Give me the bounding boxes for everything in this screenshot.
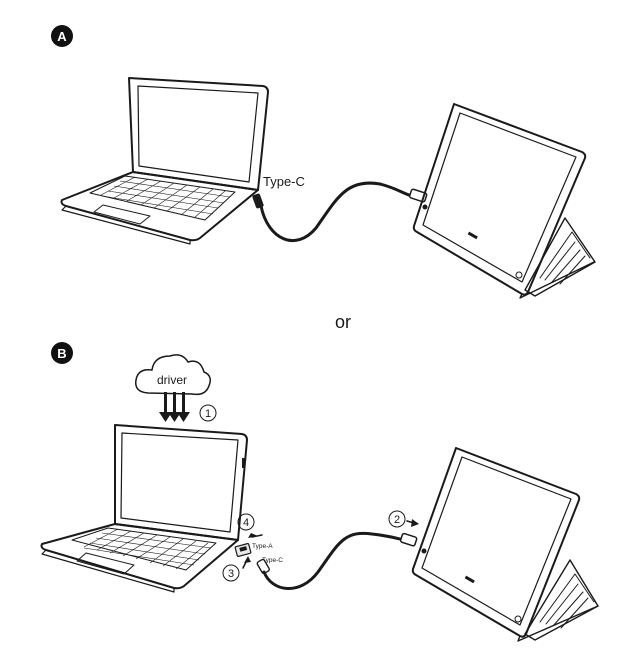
- or-separator: or: [335, 312, 351, 332]
- step-4-arrow-line: [251, 534, 263, 538]
- section-b-badge: B: [51, 342, 73, 364]
- step-3-arrow-line: [242, 559, 248, 569]
- portable-monitor-b: [411, 447, 599, 642]
- section-a-badge: A: [51, 25, 73, 47]
- laptop-a: [60, 77, 269, 245]
- step-4-marker: 4: [237, 513, 255, 531]
- step-1-marker: 1: [199, 404, 217, 422]
- section-a: A Type-C: [51, 25, 596, 299]
- step-3-marker: 3: [222, 564, 240, 582]
- cloud-icon: driver: [135, 354, 211, 396]
- step-2-arrow-icon: [411, 519, 419, 527]
- type-a-adapter: [234, 542, 252, 558]
- section-a-badge-label: A: [57, 29, 67, 44]
- laptop-b: [40, 424, 248, 593]
- step-2-label: 2: [394, 514, 400, 526]
- cable-b: [256, 531, 418, 590]
- type-c-label: Type-C: [263, 174, 305, 189]
- section-b-badge-label: B: [57, 346, 66, 361]
- cable-a: [252, 181, 428, 242]
- section-b: B driver 1: [40, 342, 599, 642]
- step-4-label: 4: [243, 517, 249, 529]
- portable-monitor-a: [412, 103, 596, 299]
- step-3-label: 3: [228, 568, 234, 580]
- type-a-label: Type-A: [252, 543, 273, 550]
- step-4-arrow-icon: [248, 533, 258, 538]
- step-2-marker: 2: [388, 510, 406, 528]
- download-arrows-icon: [159, 392, 190, 422]
- driver-label: driver: [157, 373, 187, 387]
- type-c-adapter-label: Type-C: [262, 557, 283, 564]
- step-1-label: 1: [205, 408, 211, 420]
